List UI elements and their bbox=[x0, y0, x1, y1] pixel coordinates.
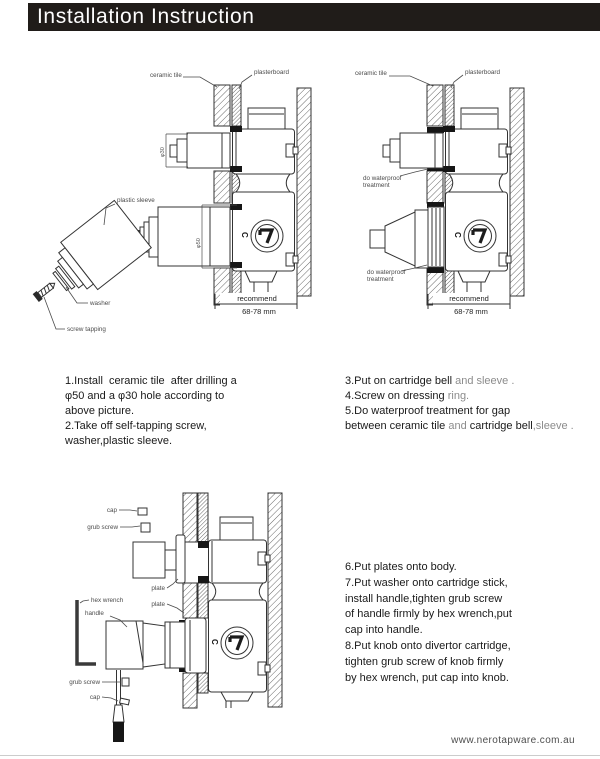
wall-connector bbox=[257, 551, 271, 566]
valve-body bbox=[230, 107, 299, 292]
step-line: 5.Do waterproof treatment for gap bbox=[345, 404, 600, 419]
step-line: cap into handle. bbox=[345, 624, 423, 637]
step-line: 3.Put on cartridge bell and sleeve . bbox=[345, 374, 600, 389]
dim-phi50: φ50 bbox=[196, 238, 202, 248]
plasterboard-label: plasterboard bbox=[254, 69, 290, 76]
ceramic-tile-wall bbox=[426, 84, 444, 306]
step-segment: cartridge bell bbox=[466, 420, 533, 432]
divertor-cartridge: φ50 bbox=[135, 204, 237, 269]
ceramic-tile-wall bbox=[213, 84, 231, 306]
step-segment: between ceramic tile bbox=[345, 420, 449, 432]
waterproof-label-line2: treatment bbox=[363, 182, 390, 189]
recommend-dimension: recommend 68-78 mm bbox=[427, 293, 511, 317]
footer-divider bbox=[0, 755, 600, 756]
step-line: 2.Take off self-tapping screw, bbox=[65, 420, 207, 432]
hex-wrench-label: hex wrench bbox=[91, 597, 124, 604]
plate-label: plate bbox=[151, 601, 165, 608]
cap-label: cap bbox=[90, 694, 101, 701]
recommend-dimension: recommend 68-78 mm bbox=[214, 293, 298, 317]
step-line: washer,plastic sleeve. bbox=[65, 435, 172, 447]
step-segment: 3.Put on cartridge bell bbox=[345, 375, 456, 387]
plate-label: plate bbox=[151, 585, 165, 592]
plastic-sleeve-label: plastic sleeve bbox=[117, 197, 155, 204]
step-line: 4.Screw on dressing ring. bbox=[345, 389, 600, 404]
cartridge-stick: φ30 bbox=[160, 132, 231, 169]
recommend-range-label: 68-78 mm bbox=[454, 307, 488, 316]
steps-3-5: 3.Put on cartridge bell and sleeve . 4.S… bbox=[345, 374, 600, 434]
cartridge-bell-and-ring bbox=[369, 206, 445, 269]
tapping-screw bbox=[32, 282, 56, 302]
step-segment: and sleeve . bbox=[455, 375, 515, 387]
plasterboard-label: plasterboard bbox=[465, 69, 501, 76]
recommend-label: recommend bbox=[449, 294, 489, 303]
hex-wrench bbox=[75, 600, 96, 666]
step-line: 7.Put washer onto cartridge stick, bbox=[345, 576, 508, 589]
cartridge-stick bbox=[382, 132, 444, 169]
divertor-dial: C bbox=[453, 219, 497, 253]
valve-body bbox=[179, 516, 271, 708]
step-line: above picture. bbox=[65, 405, 135, 417]
wall-connector bbox=[285, 252, 299, 267]
washer bbox=[52, 265, 76, 292]
grub-screw-label: grub screw bbox=[69, 679, 100, 686]
page-title: Installation Instruction bbox=[37, 5, 255, 28]
screw-tapping-label: screw tapping bbox=[67, 326, 106, 333]
ceramic-tile-wall bbox=[182, 492, 198, 709]
step-segment: ,sleeve . bbox=[532, 420, 574, 432]
step-line: install handle,tighten grub screw bbox=[345, 592, 503, 605]
waterproof-label-line1: do waterproof bbox=[363, 175, 402, 182]
step-line: between ceramic tile and cartridge bell,… bbox=[345, 419, 600, 434]
divertor-knob-stem bbox=[112, 670, 131, 742]
step-line: 1.Install ceramic tile after drilling a bbox=[65, 375, 237, 387]
divertor-dial: C bbox=[240, 219, 284, 253]
handle-label: handle bbox=[85, 610, 104, 617]
cap-label: cap bbox=[107, 507, 118, 514]
recommend-range-label: 68-78 mm bbox=[242, 307, 276, 316]
step-segment: ring. bbox=[447, 390, 470, 402]
diagram-bell-and-waterproof: C ceramic tile plasterboard do waterproo… bbox=[355, 69, 525, 317]
wall-connector bbox=[285, 143, 299, 158]
website-url: www.nerotapware.com.au bbox=[451, 735, 575, 746]
ceramic-tile-label: ceramic tile bbox=[355, 70, 387, 77]
c-mark: C bbox=[210, 639, 219, 645]
step-segment: 5.Do waterproof treatment for gap bbox=[345, 405, 511, 417]
plastic-sleeve bbox=[57, 199, 152, 291]
stud-wall bbox=[509, 87, 525, 297]
washer-label: washer bbox=[89, 300, 110, 307]
waterproof-label-line2: treatment bbox=[367, 276, 394, 283]
waterproof-label-line1: do waterproof bbox=[367, 269, 406, 276]
step-line: of handle firmly by hex wrench,put bbox=[345, 608, 512, 621]
steps-1-2: 1.Install ceramic tile after drilling a … bbox=[65, 374, 315, 449]
diagram-drilling-and-parts: C φ30 φ50 bbox=[32, 69, 312, 333]
valve-body bbox=[443, 107, 512, 292]
c-mark: C bbox=[453, 232, 462, 238]
ceramic-tile-label: ceramic tile bbox=[150, 72, 182, 79]
diagram-handle-assembly: C bbox=[69, 492, 283, 742]
divertor-dial: C bbox=[210, 626, 254, 660]
step-line: 6.Put plates onto body. bbox=[345, 561, 457, 573]
step-line: 8.Put knob onto divertor cartridge, bbox=[345, 639, 511, 652]
steps-6-8: 6.Put plates onto body. 7.Put washer ont… bbox=[345, 560, 600, 686]
handle-assembly bbox=[105, 617, 207, 674]
step-line: by hex wrench, put cap into knob. bbox=[345, 671, 509, 684]
step-segment: and bbox=[448, 420, 467, 432]
step-line: tighten grub screw of knob firmly bbox=[345, 655, 504, 668]
recommend-label: recommend bbox=[237, 294, 277, 303]
step-segment: 4.Screw on dressing bbox=[345, 390, 448, 402]
wall-connector bbox=[498, 143, 512, 158]
stud-wall bbox=[296, 87, 312, 297]
wall-connector bbox=[498, 252, 512, 267]
wall-connector bbox=[257, 661, 271, 676]
loose-cap-and-screw bbox=[137, 507, 151, 533]
dim-phi30: φ30 bbox=[160, 147, 166, 157]
diagram-labels: ceramic tile plasterboard do waterproof … bbox=[355, 69, 501, 283]
diagram-labels: ceramic tile plasterboard plastic sleeve… bbox=[43, 69, 290, 333]
upper-trim-knob bbox=[132, 534, 186, 584]
c-mark: C bbox=[240, 232, 249, 238]
header-bar: Installation Instruction bbox=[28, 3, 600, 31]
step-line: φ50 and a φ30 hole according to bbox=[65, 390, 225, 402]
stud-wall bbox=[267, 492, 283, 708]
diagram-labels: cap grub screw plate plate hex wrench ha… bbox=[69, 507, 185, 702]
grub-screw-label: grub screw bbox=[87, 524, 118, 531]
